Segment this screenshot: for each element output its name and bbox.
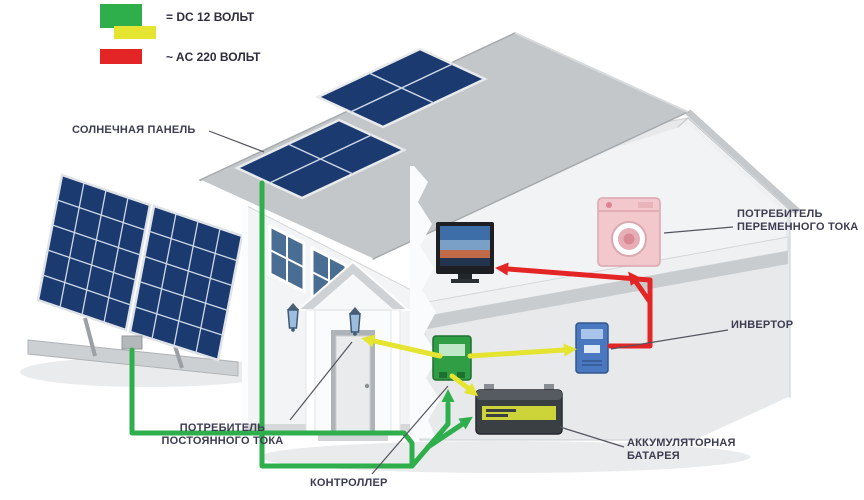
- dc-consumer-label: ПОТРЕБИТЕЛЬ ПОСТОЯННОГО ТОКА: [145, 422, 300, 448]
- dc-wire-riser: [409, 401, 451, 469]
- panel-grid: [350, 63, 453, 113]
- roof-right-edge: [685, 109, 801, 215]
- washing-machine-icon: [597, 197, 661, 267]
- ac-wire-washer: [633, 279, 653, 305]
- roof-solar-array-lower: [234, 118, 407, 200]
- entrance-door: [335, 335, 371, 433]
- wall-lamp-right: [349, 307, 361, 336]
- ac-consumer-label: ПОТРЕБИТЕЛЬ ПЕРЕМЕННОГО ТОКА: [737, 208, 858, 234]
- dc-wire-roof: [259, 180, 415, 469]
- ac-consumer-label-line1: ПОТРЕБИТЕЛЬ: [737, 208, 823, 220]
- yellow-arrow-battery: [463, 382, 479, 397]
- roof-solar-array-upper: [315, 47, 488, 129]
- legend-ac-label: ~ AC 220 ВОЛЬТ: [166, 50, 261, 64]
- door-knob: [364, 383, 370, 389]
- controller-label: КОНТРОЛЛЕР: [310, 477, 388, 489]
- window-grid: [269, 234, 305, 283]
- dc-consumer-label-line2: ПОСТОЯННОГО ТОКА: [161, 435, 284, 447]
- battery-label-line1: АККУМУЛЯТОРНАЯ: [627, 437, 736, 449]
- dc12-wire-lamps: [371, 338, 443, 359]
- legend: = DC 12 ВОЛЬТ ~ AC 220 ВОЛЬТ: [96, 2, 336, 72]
- ground-solar-array: [27, 173, 244, 377]
- wires: [129, 180, 653, 469]
- wall-lamp-left: [287, 303, 299, 332]
- ac-red-swatch: [100, 49, 142, 64]
- battery-icon: [475, 384, 563, 435]
- green-arrow-battery: [458, 416, 473, 430]
- wire-arrows: [361, 262, 642, 430]
- yellow-arrow-lamps: [361, 334, 376, 348]
- cutaway-torn-edge: [410, 166, 440, 438]
- battery-leader-line: [559, 426, 625, 448]
- porch-column-right: [390, 309, 401, 433]
- dc-green-swatch: [100, 4, 142, 28]
- array-legs: [83, 317, 184, 369]
- house: [198, 32, 801, 442]
- window-left: [268, 223, 306, 294]
- dc12-wire-battery: [449, 373, 471, 391]
- porch-column-left: [305, 309, 316, 433]
- battery-label: АККУМУЛЯТОРНАЯ БАТАРЕЯ: [627, 437, 736, 463]
- roof-eaves-trim: [200, 180, 373, 262]
- dc-consumer-label-line1: ПОТРЕБИТЕЛЬ: [179, 422, 266, 434]
- roof-ridge-trim: [514, 32, 689, 113]
- panel-grid: [134, 213, 238, 354]
- red-arrow-washer: [628, 271, 642, 286]
- ac-consumer-leader-line: [663, 226, 734, 234]
- inverter-label: ИНВЕРТОР: [731, 319, 794, 331]
- tv-icon: [436, 222, 494, 283]
- inverter-leader-line: [610, 329, 729, 350]
- dc12-wire-inverter: [467, 347, 567, 359]
- green-arrow-controller: [441, 389, 455, 402]
- controller-leader-line: [371, 385, 449, 475]
- solar-panel-leader-line: [208, 130, 265, 153]
- ac-wire-tv: [505, 266, 653, 283]
- panel-grid: [42, 182, 146, 323]
- dc-consumer-leader-line: [289, 341, 353, 421]
- red-arrow-tv: [495, 262, 509, 276]
- inverter-icon: [575, 322, 609, 374]
- solar-panel-label: СОЛНЕЧНАЯ ПАНЕЛЬ: [72, 124, 196, 136]
- cutaway-bottom-edge: [697, 396, 791, 442]
- leader-lines: [208, 130, 734, 475]
- dc-wire-ground-array: [129, 347, 415, 469]
- ground-solar-panel-left: [36, 173, 152, 332]
- controller-icon: [432, 335, 472, 381]
- legend-dc-label: = DC 12 ВОЛЬТ: [166, 10, 255, 24]
- battery-label-line2: БАТАРЕЯ: [627, 450, 680, 462]
- porch-gable-face: [312, 274, 394, 310]
- array-junction-box: [121, 335, 143, 350]
- porch-step: [318, 432, 388, 441]
- dc-yellow-swatch: [114, 26, 156, 39]
- yellow-arrow-inverter: [563, 343, 577, 357]
- dc-wire-battery-spur: [425, 420, 467, 450]
- ac-consumer-label-line2: ПЕРЕМЕННОГО ТОКА: [737, 221, 859, 233]
- ground-solar-panel-right: [128, 204, 244, 362]
- panel-grid: [269, 134, 372, 184]
- corner-trim: [242, 203, 248, 434]
